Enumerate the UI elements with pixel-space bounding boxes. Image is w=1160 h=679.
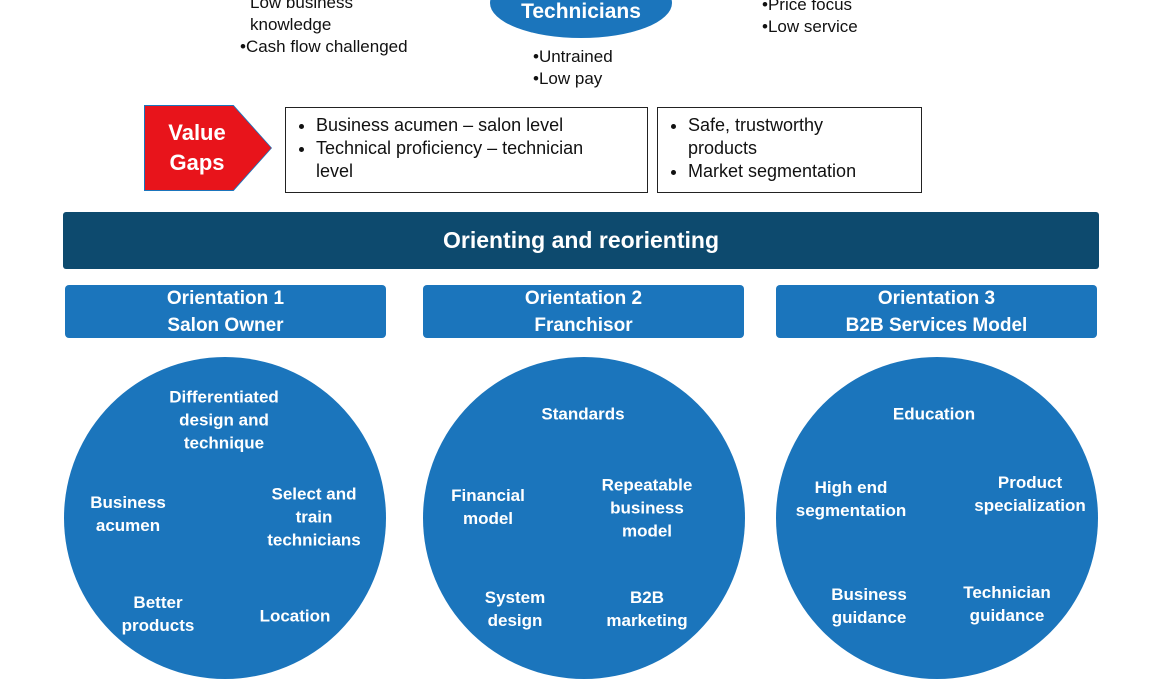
left-challenges: Low business knowledge •Cash flow challe… — [240, 0, 408, 58]
technician-challenge-2: •Low pay — [533, 69, 603, 88]
value-gaps-arrow: Value Gaps — [145, 106, 271, 190]
circle-item: Education — [892, 404, 976, 424]
technician-challenge-2-text: Low pay — [538, 69, 603, 88]
right-challenge-2: •Low service — [762, 17, 858, 36]
technicians-ellipse: Technicians — [490, 0, 672, 38]
value-gap-box-1: Business acumen – salon level Technical … — [285, 107, 648, 193]
circle-item: Select and train technicians — [267, 484, 361, 550]
circle-item: Product specialization — [974, 473, 1086, 515]
circle-item: High end segmentation — [795, 478, 907, 520]
orientation-3-circle: Education High end segmentation Product … — [776, 357, 1098, 679]
circle-item: B2B marketing — [606, 588, 688, 630]
value-gap-item: Market segmentation — [688, 160, 911, 183]
circle-item: Business guidance — [831, 585, 907, 627]
value-gap-item: Safe, trustworthy products — [688, 114, 911, 160]
circle-item: Standards — [541, 404, 625, 424]
value-gap-box-2: Safe, trustworthy products Market segmen… — [657, 107, 922, 193]
right-challenges: •Price focus •Low service — [762, 0, 858, 38]
technician-challenges: •Untrained •Low pay — [533, 46, 613, 90]
orientation-3-subtitle: B2B Services Model — [845, 314, 1028, 336]
orientation-1-title: Orientation 1 — [166, 287, 285, 309]
orientation-3-header: Orientation 3 B2B Services Model — [776, 285, 1097, 338]
value-gaps-label-2: Gaps — [169, 150, 225, 175]
circle-item: Differentiated design and technique — [169, 387, 279, 453]
orientation-2-subtitle: Franchisor — [534, 314, 633, 336]
circle-item: Financial model — [451, 486, 525, 528]
right-challenge-1-text: Price focus — [767, 0, 853, 14]
orientation-2-circle: Standards Financial model Repeatable bus… — [423, 357, 745, 679]
orientation-2-title: Orientation 2 — [524, 287, 643, 309]
orientation-2-header: Orientation 2 Franchisor — [423, 285, 744, 338]
left-challenge-2-text: Cash flow challenged — [245, 37, 408, 56]
circle-item: Technician guidance — [963, 583, 1051, 625]
orienting-banner: Orienting and reorienting — [63, 212, 1099, 269]
technician-challenge-1-text: Untrained — [538, 47, 613, 66]
left-challenge-1: Low business — [250, 0, 354, 12]
orientation-1-subtitle: Salon Owner — [167, 314, 284, 336]
technician-challenge-1: •Untrained — [533, 47, 613, 66]
circle-item: Business acumen — [90, 493, 166, 535]
circle-item: Repeatable business model — [601, 475, 693, 541]
right-challenge-1: •Price focus — [762, 0, 858, 16]
circle-item: Better products — [121, 593, 195, 635]
circle-item: Location — [259, 606, 331, 626]
orientation-3-title: Orientation 3 — [877, 287, 996, 309]
value-gap-item: Technical proficiency – technician level — [316, 137, 637, 183]
value-gap-item: Business acumen – salon level — [316, 114, 637, 137]
left-challenge-2: •Cash flow challenged — [240, 37, 408, 56]
circle-item: System design — [484, 588, 546, 630]
orientation-1-circle: Differentiated design and technique Busi… — [64, 357, 386, 679]
value-gaps-label-1: Value — [168, 120, 226, 145]
left-challenge-1b: knowledge — [250, 15, 332, 34]
orientation-1-header: Orientation 1 Salon Owner — [65, 285, 386, 338]
right-challenge-2-text: Low service — [767, 17, 858, 36]
